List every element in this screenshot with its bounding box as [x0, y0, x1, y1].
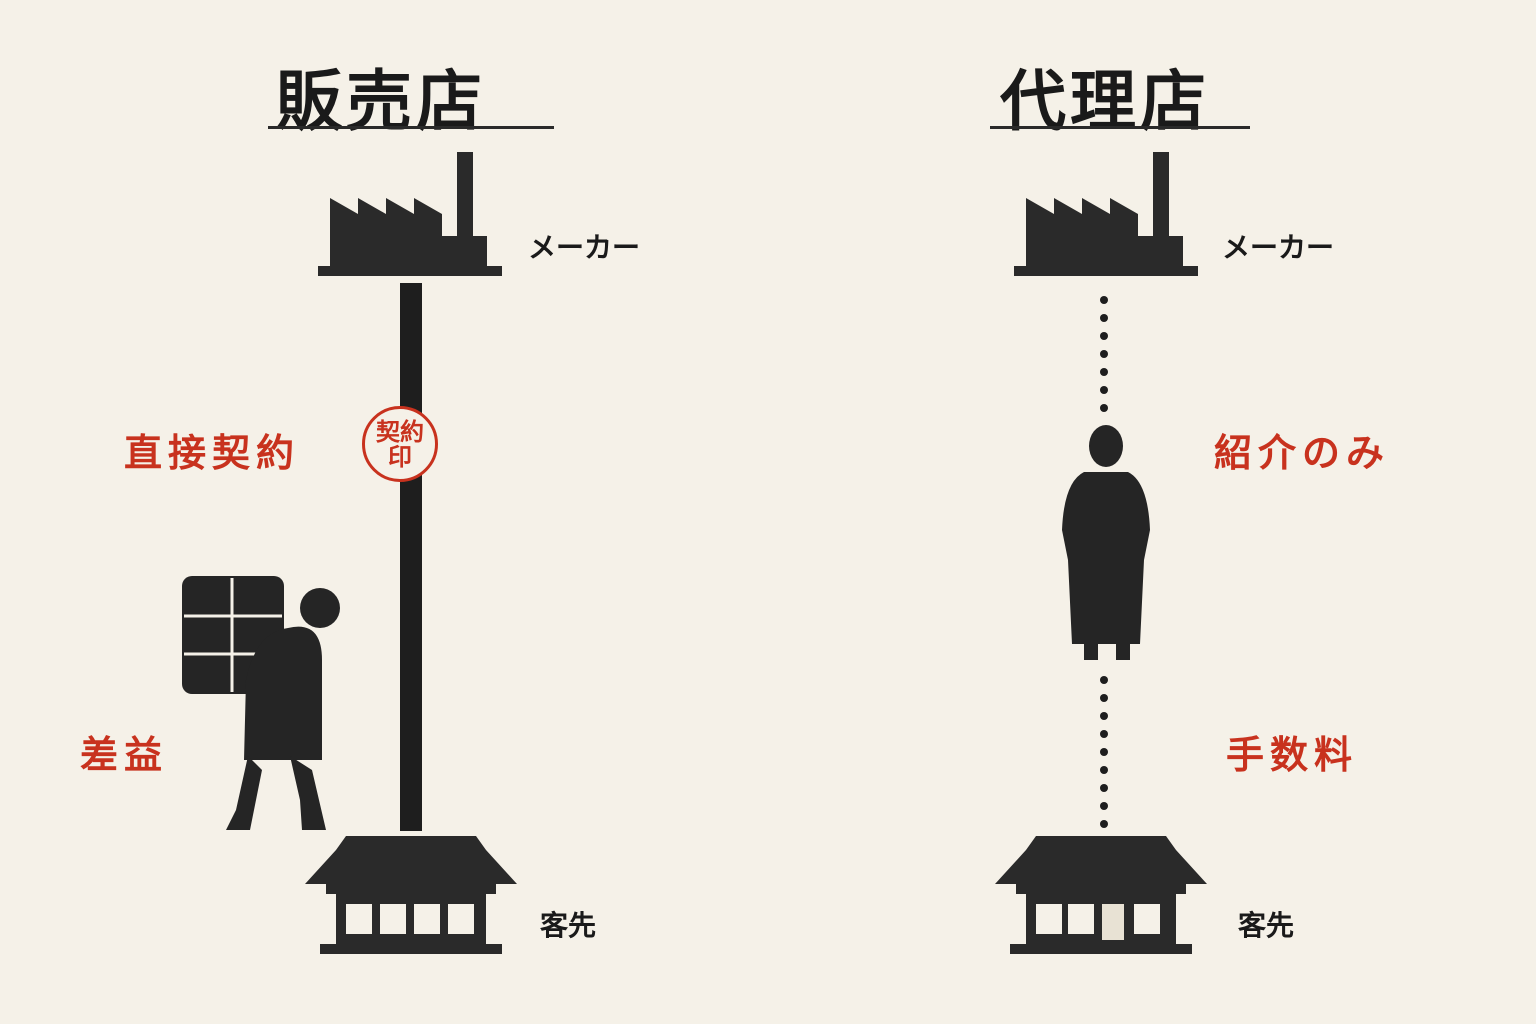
left-relation-label: 直接契約 [124, 430, 301, 475]
contract-stamp-text: 契約印 [376, 416, 424, 471]
right-title: 代理店 [1000, 62, 1210, 140]
left-direct-line [400, 283, 422, 831]
right-maker-label: メーカー [1222, 231, 1335, 264]
right-referral-dots [1100, 296, 1108, 828]
left-profit-label: 差益 [80, 732, 169, 777]
right-customer-label: 客先 [1238, 909, 1295, 942]
left-maker-label: メーカー [528, 231, 641, 264]
right-profit-label: 手数料 [1226, 732, 1359, 777]
right-title-rule [990, 126, 1250, 129]
left-title-rule [268, 126, 554, 129]
right-shop-icon [995, 836, 1207, 954]
agent-person-icon [1062, 425, 1150, 660]
contract-stamp: 契約印 [362, 406, 438, 482]
left-title: 販売店 [276, 62, 486, 140]
porter-icon [182, 576, 340, 830]
right-relation-label: 紹介のみ [1214, 430, 1391, 475]
right-factory-icon [1014, 152, 1198, 276]
left-factory-icon [318, 152, 502, 276]
left-shop-icon [305, 836, 517, 954]
left-customer-label: 客先 [540, 909, 597, 942]
